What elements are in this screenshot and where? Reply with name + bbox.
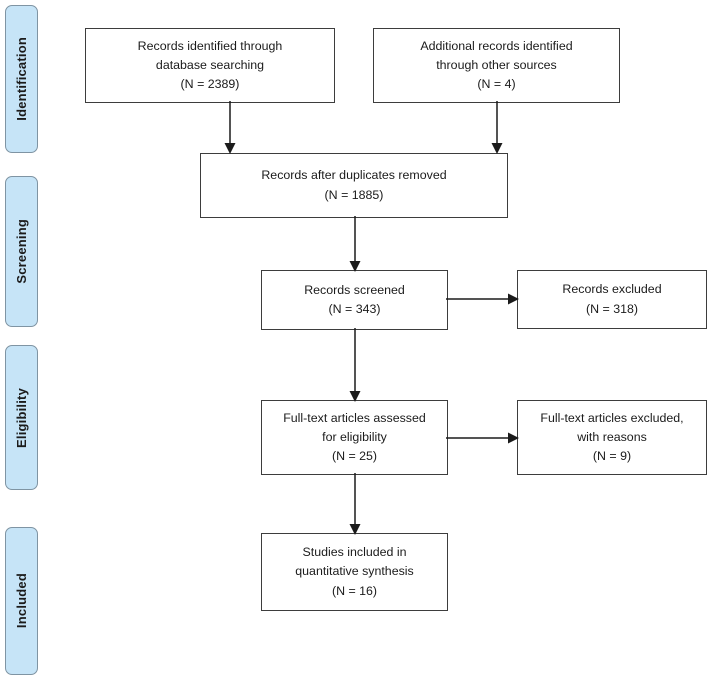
box-fulltext-excluded-with-reasons: Full-text articles excluded, with reason… xyxy=(517,400,707,475)
box-studies-included-quantitative-synthesis-count: (N = 16) xyxy=(331,583,378,598)
box-fulltext-excluded-with-reasons-count: (N = 9) xyxy=(592,449,632,464)
box-studies-included-quantitative-synthesis-line2: quantitative synthesis xyxy=(295,564,414,579)
box-records-identified-database-count: (N = 2389) xyxy=(180,77,240,92)
stage-tab-eligibility-label: Eligibility xyxy=(14,387,29,448)
box-additional-records-other-sources: Additional records identified through ot… xyxy=(373,28,620,103)
box-records-excluded-count: (N = 318) xyxy=(586,301,638,316)
box-records-after-duplicates-removed-line1: Records after duplicates removed xyxy=(261,168,447,183)
box-fulltext-assessed-eligibility-count: (N = 25) xyxy=(331,449,378,464)
arrow-records-screened-to-excluded xyxy=(446,293,519,305)
box-records-screened-count: (N = 343) xyxy=(328,302,381,316)
arrow-fulltext-assessed-to-studies-included xyxy=(349,473,361,535)
box-fulltext-assessed-eligibility-line1: Full-text articles assessed xyxy=(283,410,426,425)
box-records-excluded-line1: Records excluded xyxy=(562,282,662,297)
box-studies-included-quantitative-synthesis-line1: Studies included in xyxy=(302,545,407,560)
stage-tab-identification: Identification xyxy=(5,5,38,153)
arrow-other-sources-to-duplicates xyxy=(491,101,503,154)
box-additional-records-other-sources-line1: Additional records identified xyxy=(420,38,573,53)
box-records-identified-database: Records identified through database sear… xyxy=(85,28,335,103)
stage-tab-eligibility: Eligibility xyxy=(5,345,38,490)
stage-tab-screening-label: Screening xyxy=(14,219,29,284)
box-fulltext-excluded-with-reasons-line1: Full-text articles excluded, xyxy=(540,410,684,425)
stage-tab-included: Included xyxy=(5,527,38,675)
arrow-database-search-to-duplicates xyxy=(224,101,236,154)
stage-tab-identification-label: Identification xyxy=(14,37,29,121)
box-additional-records-other-sources-line2: through other sources xyxy=(436,57,557,72)
box-fulltext-excluded-with-reasons-line2: with reasons xyxy=(577,429,647,444)
stage-tab-screening: Screening xyxy=(5,176,38,327)
box-records-after-duplicates-removed: Records after duplicates removed (N = 18… xyxy=(200,153,508,218)
box-records-after-duplicates-removed-count: (N = 1885) xyxy=(324,187,384,202)
arrow-duplicates-to-records-screened xyxy=(349,216,361,272)
arrow-fulltext-assessed-to-excluded xyxy=(446,432,519,444)
stage-tab-included-label: Included xyxy=(14,573,29,629)
box-additional-records-other-sources-count: (N = 4) xyxy=(477,77,516,92)
box-fulltext-assessed-eligibility-line2: for eligibility xyxy=(322,429,387,444)
box-records-excluded: Records excluded (N = 318) xyxy=(517,270,707,329)
arrow-records-screened-to-fulltext xyxy=(349,328,361,402)
box-records-identified-database-line2: database searching xyxy=(155,57,265,72)
box-records-identified-database-line1: Records identified through xyxy=(137,38,283,53)
box-fulltext-assessed-eligibility: Full-text articles assessed for eligibil… xyxy=(261,400,448,475)
box-records-screened-line1: Records screened xyxy=(304,282,405,297)
box-records-screened: Records screened (N = 343) xyxy=(261,270,448,330)
box-studies-included-quantitative-synthesis: Studies included in quantitative synthes… xyxy=(261,533,448,611)
